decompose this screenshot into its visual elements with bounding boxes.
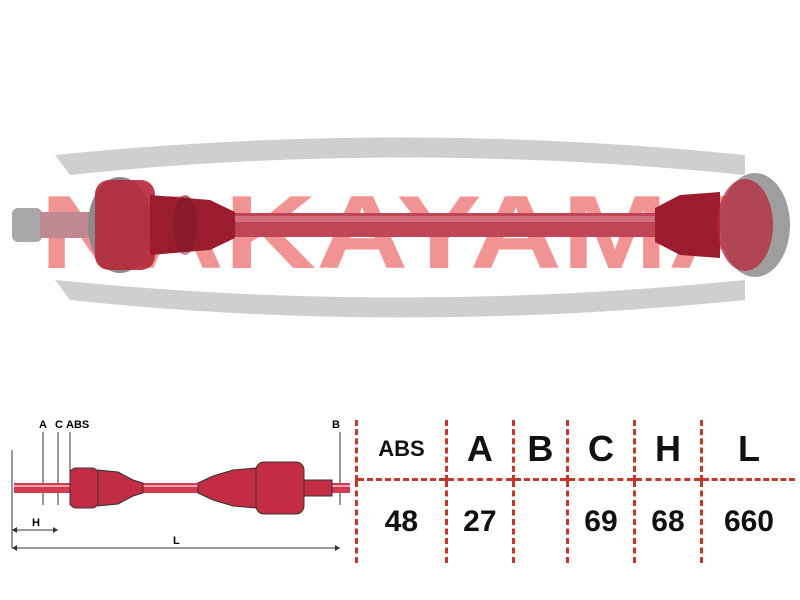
- label-l: L: [173, 535, 180, 547]
- spec-table-value-row: 48 27 69 68 660: [355, 478, 795, 563]
- label-c: C: [55, 419, 63, 431]
- value-a: 27: [444, 478, 514, 563]
- dimension-schematic: A C ABS B H L: [11, 419, 350, 551]
- value-h: 68: [632, 478, 702, 563]
- header-c: C: [565, 420, 635, 480]
- header-h: H: [632, 420, 702, 480]
- label-b: B: [332, 419, 340, 431]
- value-l: 660: [699, 478, 795, 563]
- label-a: A: [39, 419, 47, 431]
- spec-table-header-row: ABS A B C H L: [355, 420, 795, 480]
- value-abs: 48: [355, 478, 447, 563]
- label-abs: ABS: [66, 419, 89, 431]
- value-b: [511, 478, 568, 563]
- spec-table: ABS A B C H L 48 27 69 68 660: [355, 420, 795, 563]
- logo-swoosh-top: [55, 137, 745, 175]
- driveshaft-image: [12, 173, 790, 277]
- header-b: B: [511, 420, 568, 480]
- header-l: L: [699, 420, 795, 480]
- label-h: H: [32, 517, 40, 529]
- product-photo: NAKAYAMA: [12, 137, 790, 318]
- header-a: A: [444, 420, 514, 480]
- header-abs: ABS: [355, 420, 447, 480]
- logo-swoosh-bottom: [55, 280, 745, 318]
- value-c: 69: [565, 478, 635, 563]
